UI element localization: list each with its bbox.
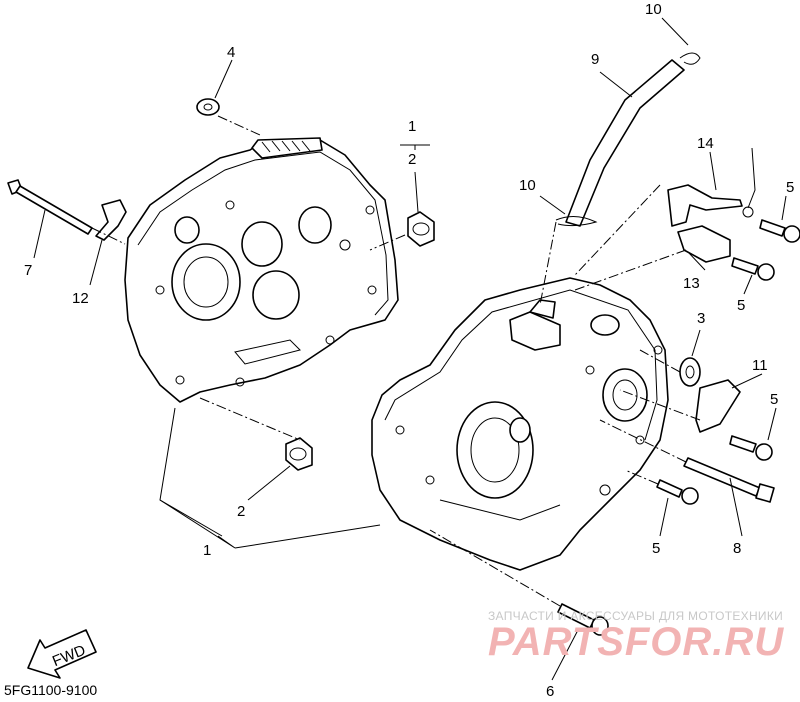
callout-10-top: 10 <box>645 1 662 18</box>
stay-14 <box>667 184 743 227</box>
callout-12: 12 <box>72 290 89 307</box>
clip-10-top <box>679 52 701 65</box>
bolt-6 <box>557 603 609 636</box>
hose-9 <box>565 59 685 227</box>
clamp-13 <box>677 225 731 263</box>
right-crankcase <box>371 277 669 571</box>
clip-10-mid <box>555 216 598 227</box>
callout-10-mid: 10 <box>519 177 536 194</box>
washer-3 <box>679 357 701 387</box>
callout-7: 7 <box>24 262 32 279</box>
alignment-lines <box>91 115 701 607</box>
bracket-11 <box>695 379 741 433</box>
callout-labels: 4 1 2 9 10 10 14 5 7 12 13 5 3 11 5 8 5 … <box>24 1 794 700</box>
watermark-logo: PARTSFOR.RU <box>488 620 785 664</box>
bolt-5-a <box>759 219 800 243</box>
callout-5-d: 5 <box>652 540 660 557</box>
callout-13: 13 <box>683 275 700 292</box>
callout-11: 11 <box>752 357 768 374</box>
callout-14: 14 <box>697 135 714 152</box>
callout-5-b: 5 <box>737 297 745 314</box>
callout-1-top: 1 <box>408 118 416 135</box>
callout-9: 9 <box>591 51 599 68</box>
bolt-5-b <box>731 257 775 281</box>
callout-2-top: 2 <box>408 151 416 168</box>
bolt-5-c <box>729 435 773 461</box>
callout-3: 3 <box>697 310 705 327</box>
callout-1-bottom: 1 <box>203 542 211 559</box>
drawing-code: 5FG1100-9100 <box>4 682 98 698</box>
callout-4: 4 <box>227 44 235 61</box>
callout-5-c: 5 <box>770 391 778 408</box>
bolt-7 <box>7 179 93 235</box>
callout-8: 8 <box>733 540 741 557</box>
left-crankcase <box>124 137 399 403</box>
callout-2-bottom: 2 <box>237 503 245 520</box>
dowel-pin-bottom <box>285 437 313 471</box>
bolt-8 <box>683 457 775 503</box>
watermark-subtitle: ЗАПЧАСТИ И АКСЕССУАРЫ ДЛЯ МОТОТЕХНИКИ <box>488 609 784 623</box>
dowel-pin-top <box>407 211 435 247</box>
washer-4 <box>196 98 220 116</box>
leader-lines <box>33 17 787 681</box>
fwd-arrow-icon: FWD <box>27 629 97 679</box>
callout-6: 6 <box>546 683 554 700</box>
bracket-12 <box>95 199 127 241</box>
callout-5-a: 5 <box>786 179 794 196</box>
bolt-5-d <box>656 479 699 505</box>
